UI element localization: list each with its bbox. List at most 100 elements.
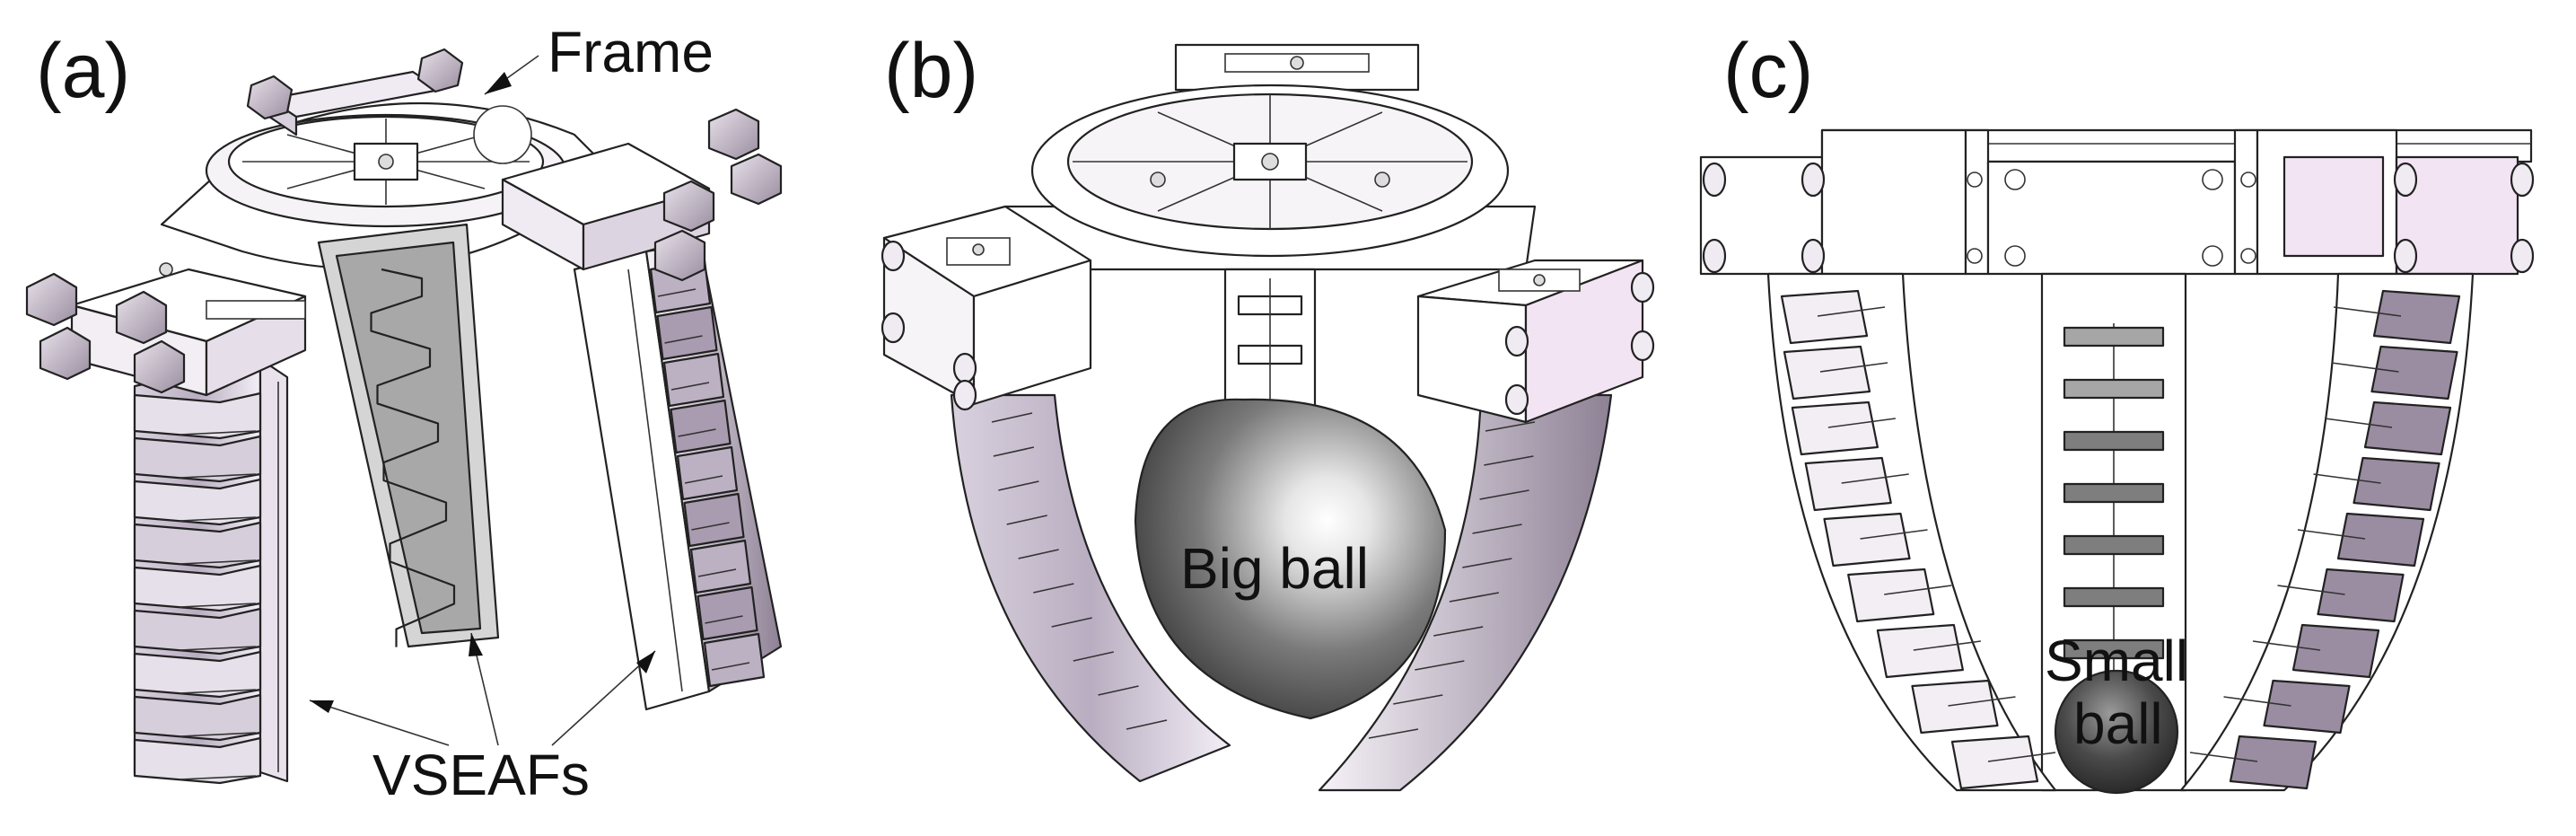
finger-segment (670, 399, 732, 454)
panel-a: (a) Frame (25, 20, 783, 807)
mount-left (881, 205, 1092, 411)
finger-segment (689, 539, 752, 594)
finger-segment (133, 650, 262, 699)
big-ball-label: Big ball (1180, 536, 1369, 601)
bolt-cluster-left (25, 272, 186, 394)
small-ball-label-line2: ball (2073, 691, 2163, 756)
finger-slot (1884, 585, 1952, 595)
finger-segment (2336, 512, 2425, 568)
finger-segment (1950, 735, 2039, 790)
finger-slot (1485, 421, 1536, 432)
frame-arrowhead (485, 72, 512, 94)
finger-slot (1098, 685, 1139, 696)
finger-segment (2372, 289, 2461, 345)
finger-slot (2252, 640, 2321, 651)
finger-segment (133, 521, 262, 569)
finger-slot (1018, 549, 1059, 559)
finger-segment (133, 564, 262, 612)
finger-segment (2363, 400, 2452, 456)
finger-slot (179, 430, 257, 436)
finger-slot (2223, 696, 2291, 707)
frame-ring (1003, 84, 1537, 271)
finger-slot (1368, 728, 1419, 739)
finger-slot (1006, 515, 1047, 525)
finger-slot (705, 615, 743, 624)
finger-slot (1433, 626, 1484, 637)
finger-right (1318, 393, 1613, 792)
center-strut (1223, 268, 1317, 415)
finger-segment (2317, 568, 2405, 623)
spring-plate (2063, 430, 2165, 452)
spring-plate (2063, 638, 2165, 660)
finger-slot (2324, 418, 2393, 428)
mount-right (1416, 259, 1655, 424)
finger-slot (1462, 558, 1512, 568)
finger-slot (179, 603, 257, 608)
finger-left (133, 357, 289, 785)
mount-left (70, 262, 307, 397)
finger-slot (991, 412, 1033, 423)
finger-slot (998, 480, 1039, 491)
spring-plate (2063, 378, 2165, 400)
spring-plate (2063, 482, 2165, 504)
finger-segment (662, 352, 725, 408)
top-bracket (1174, 43, 1420, 92)
finger-slot (1817, 306, 1886, 317)
finger-slot (179, 473, 257, 479)
finger-slot (1073, 651, 1114, 662)
finger-slot (684, 475, 723, 484)
finger-slot (1126, 719, 1168, 730)
finger-slot (179, 689, 257, 694)
finger-slot (1827, 418, 1896, 428)
finger-slot (664, 335, 703, 344)
finger-slot (1033, 583, 1074, 594)
finger-segment (133, 392, 262, 440)
small-ball-label-line1: Small (2045, 629, 2188, 693)
panel-a-label: (a) (36, 28, 130, 114)
finger-segment (697, 585, 758, 641)
panel-c: (c) (1699, 28, 2535, 795)
bolt-cluster-top (246, 48, 464, 120)
finger-segment (1780, 289, 1869, 345)
finger-segment (2370, 345, 2458, 400)
bolt-cluster-right (653, 108, 783, 282)
panel-b: (b) (881, 28, 1655, 792)
finger-segment (133, 607, 262, 656)
finger-right (2179, 272, 2475, 792)
spring-plate (2063, 586, 2165, 608)
finger-segment (676, 445, 739, 501)
mount-bolts (1702, 162, 2535, 274)
finger-slot (2189, 752, 2258, 762)
finger-slot (179, 559, 257, 565)
finger-slot (657, 288, 697, 297)
finger-slot (1484, 455, 1534, 466)
finger-slot (670, 382, 710, 391)
finger-slot (711, 662, 750, 671)
finger-slot (179, 732, 257, 737)
finger-slot (691, 522, 730, 531)
finger-slot (2297, 529, 2366, 540)
finger-segment (133, 693, 262, 742)
finger-segment (133, 736, 262, 785)
finger-segment (133, 478, 262, 526)
finger-slot (1819, 362, 1888, 373)
vseaf-center (317, 223, 500, 648)
finger-slot (1415, 660, 1465, 671)
panel-b-label: (b) (884, 28, 978, 114)
finger-segment (683, 492, 745, 548)
vseafs-callout: VSEAFs (372, 743, 590, 807)
finger-segment (133, 435, 262, 483)
finger-slot (678, 428, 716, 437)
finger-slot (1393, 694, 1443, 705)
finger-slot (1987, 752, 2056, 762)
finger-segment (1783, 345, 1871, 400)
spring-plate (2063, 534, 2165, 556)
finger-segment (656, 305, 718, 361)
finger-slot (993, 446, 1035, 457)
finger-slot (2331, 362, 2399, 373)
finger-segment (1823, 512, 1911, 568)
finger-segment (1876, 623, 1964, 679)
finger-slot (179, 516, 257, 522)
frame-callout: Frame (548, 20, 714, 84)
